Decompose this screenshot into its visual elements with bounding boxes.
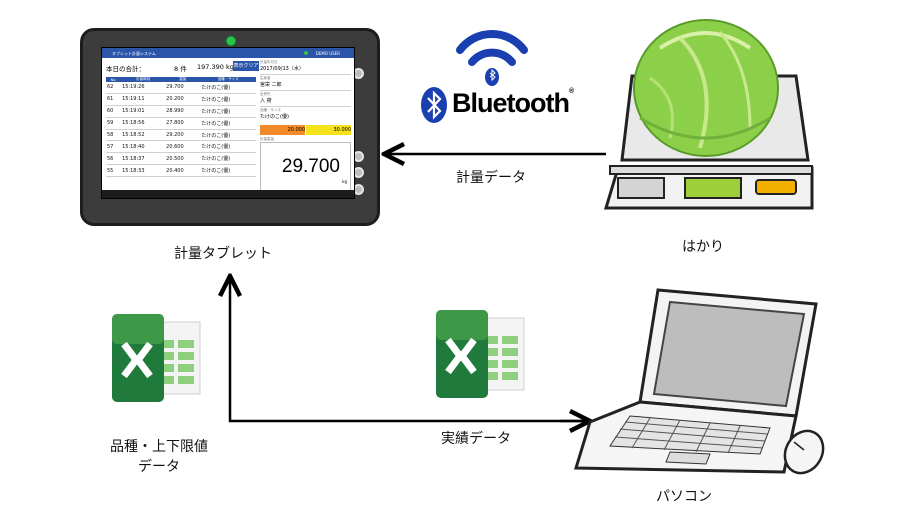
item-caption: 品種・サイズ — [260, 108, 281, 112]
lower-limit: 20.000 — [260, 125, 305, 135]
table-header: 品種・サイズ — [200, 77, 256, 82]
table-cell-weight: 20.600 — [165, 140, 201, 154]
master-data-label: 品種・上下限値 データ — [110, 439, 208, 475]
table-cell-item: たけのこ(優) — [200, 129, 256, 142]
weigh-data-label: 計量データ — [456, 170, 526, 186]
table-cell-no: 59 — [106, 117, 122, 130]
excel-icon — [112, 314, 201, 402]
table-header: No. — [106, 77, 122, 82]
table-cell-no: 60 — [106, 105, 122, 118]
table-cell-weight: 29.700 — [165, 82, 201, 94]
table-cell-time: 15:18:52 — [121, 129, 166, 142]
laptop-icon — [573, 288, 818, 474]
table-cell-time: 15:19:11 — [121, 93, 166, 106]
wifi-signal-icon — [456, 30, 528, 86]
scale-illustration — [603, 19, 814, 210]
table-cell-no: 62 — [106, 82, 122, 94]
summary-weight: 197.390 kg — [197, 63, 234, 71]
summary-count: 8 件 — [174, 65, 187, 73]
clear-button[interactable]: 表示クリア — [233, 61, 259, 71]
table-cell-time: 15:18:37 — [121, 152, 166, 166]
weight-caption: 計量重量 — [260, 137, 274, 141]
result-data-label: 実績データ — [441, 431, 511, 447]
date-caption: 計量年月日 — [260, 60, 278, 64]
table-cell-no: 61 — [106, 93, 122, 106]
tablet-label: 計量タブレット — [174, 246, 272, 262]
user-name: DEMO USER — [315, 51, 340, 56]
mouse-icon — [783, 429, 825, 475]
table-cell-time: 15:18:33 — [121, 164, 166, 178]
table-cell-weight: 20.400 — [165, 164, 201, 178]
tablet-screen: タブレット計量システム DEMO USER 本日の合計： 8 件 197.390… — [101, 47, 355, 199]
app-title: タブレット計量システム — [112, 51, 156, 56]
table-header: 計量時刻 — [121, 77, 166, 82]
table-cell-item: たけのこ(優) — [200, 152, 256, 166]
bluetooth-wordmark: Bluetooth® — [452, 88, 574, 118]
table-cell-weight: 28.990 — [165, 105, 201, 118]
table-cell-weight: 20.500 — [165, 152, 201, 166]
ship-place: 入 荷 — [260, 98, 272, 104]
table-cell-time: 15:19:26 — [121, 82, 166, 94]
lettuce-icon — [633, 19, 779, 157]
camera-icon — [226, 36, 236, 46]
table-header: 重量 — [165, 77, 201, 82]
table-cell-no: 58 — [106, 129, 122, 142]
table-cell-no: 56 — [106, 152, 122, 166]
table-cell-item: たけのこ(優) — [200, 105, 256, 118]
bluetooth-logo-icon — [421, 87, 447, 123]
table-cell-weight: 29.200 — [165, 129, 201, 142]
place-caption: 出荷先 — [260, 92, 271, 96]
android-nav-bar — [102, 190, 354, 198]
scale-display — [684, 177, 742, 199]
table-cell-weight: 27.800 — [165, 117, 201, 130]
upper-limit: 30.000 — [306, 125, 351, 135]
master-data-arrow — [230, 276, 589, 423]
table-cell-time: 15:18:40 — [121, 140, 166, 154]
table-cell-item: たけのこ(優) — [200, 93, 256, 106]
table-cell-no: 57 — [106, 140, 122, 154]
table-cell-item: たけのこ(優) — [200, 140, 256, 154]
scale-label: はかり — [682, 239, 724, 255]
weigh-date: 2017/09/13（水） — [260, 66, 304, 72]
producer-caption: 生産者 — [260, 76, 271, 80]
table-cell-item: たけのこ(優) — [200, 117, 256, 130]
status-dot-icon — [304, 51, 308, 55]
weight-unit: kg — [342, 179, 347, 184]
item-name: たけのこ(優) — [260, 114, 289, 120]
table-cell-weight: 20.200 — [165, 93, 201, 106]
weight-value: 29.700 — [281, 156, 340, 177]
table-cell-no: 55 — [106, 164, 122, 178]
app-header: タブレット計量システム DEMO USER — [102, 48, 354, 58]
summary-label: 本日の合計： — [106, 65, 145, 73]
table-cell-item: たけのこ(優) — [200, 82, 256, 94]
table-cell-item: たけのこ(優) — [200, 164, 256, 178]
pc-label: パソコン — [656, 489, 712, 505]
producer-name: 宮栄 二郎 — [260, 82, 282, 88]
scale-button — [755, 179, 797, 195]
table-cell-time: 15:19:01 — [121, 105, 166, 118]
excel-icon — [436, 310, 525, 398]
table-cell-time: 15:18:56 — [121, 117, 166, 130]
